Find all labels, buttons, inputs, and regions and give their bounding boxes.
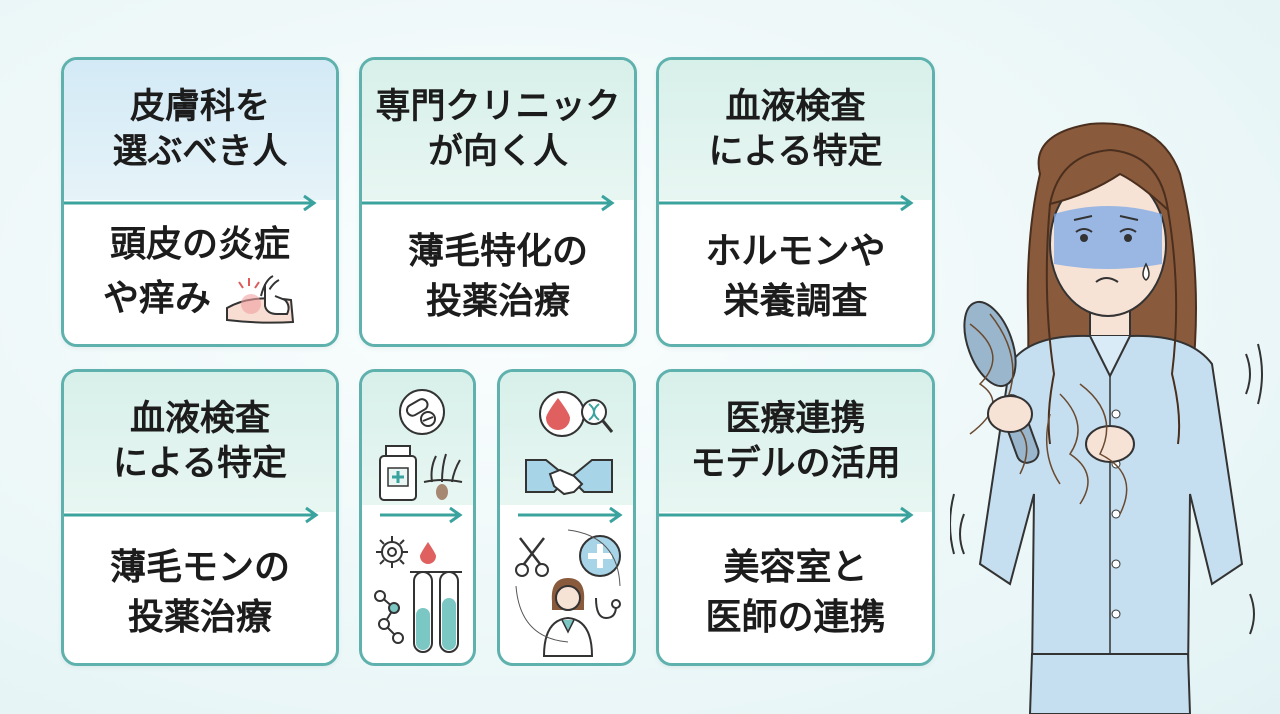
card-title-line: 医療連携 (725, 398, 866, 439)
stethoscope-icon (595, 597, 621, 620)
card-body-line: 頭皮の炎症 (109, 224, 290, 266)
card-body: 薄毛特化の 投薬治療 (362, 210, 634, 344)
card-title-line: 専門クリニック (375, 86, 621, 127)
card-blood-test-2: 血液検査 による特定 薄毛モンの 投薬治療 (61, 369, 339, 666)
card-header: 血液検査 による特定 (659, 60, 932, 200)
card-medical-partnership: 医療連携 モデルの活用 美容室と 医師の連携 (656, 369, 935, 666)
card-title-line: モデルの活用 (690, 444, 901, 484)
card-title-line: 血液検査 (129, 398, 270, 439)
card-body: 薄毛モンの 投薬治療 (64, 522, 336, 663)
hair-follicle-icon (423, 453, 463, 500)
pill-capsule-icon (399, 389, 445, 435)
card-title-line: による特定 (113, 444, 287, 484)
card-body: 頭皮の炎症 や痒み (64, 210, 336, 344)
arrow-right-icon (518, 506, 623, 524)
arrow-right-icon (380, 506, 463, 524)
molecule-icon (374, 590, 404, 644)
card-dermatology: 皮膚科を 選ぶべき人 頭皮の炎症 や痒み (61, 57, 339, 347)
icon-card-medication (359, 369, 476, 666)
card-body-line: 美容室と (723, 546, 868, 588)
card-body-line: ホルモンや (705, 231, 886, 273)
card-header (500, 372, 633, 505)
card-title-line: 血液検査 (725, 86, 866, 127)
card-header: 皮膚科を 選ぶべき人 (64, 60, 336, 200)
arrow-right-icon (659, 194, 914, 212)
card-title-line: 選ぶべき人 (112, 132, 288, 172)
card-header: 専門クリニック が向く人 (362, 60, 634, 200)
dna-magnifier-icon (581, 399, 614, 433)
card-body: 美容室と 医師の連携 (659, 522, 932, 663)
icon-card-partnership (497, 369, 636, 666)
scissors-icon (515, 537, 549, 577)
card-title-line: が向く人 (427, 132, 568, 172)
handshake-icon (525, 459, 613, 496)
card-body (500, 512, 633, 663)
connector-curve (515, 529, 621, 643)
doctor-icon (542, 578, 594, 657)
arrow-right-icon (362, 194, 615, 212)
card-header: 血液検査 による特定 (64, 372, 336, 512)
card-body (362, 512, 473, 663)
itchy-scalp-hand-icon (226, 274, 295, 324)
card-body-line: 薄毛特化の (407, 231, 588, 273)
card-title-line: による特定 (708, 132, 883, 172)
card-title-line: 皮膚科を (129, 86, 270, 127)
card-body-line: 薄毛モンの (109, 546, 290, 588)
card-specialist-clinic: 専門クリニック が向く人 薄毛特化の 投薬治療 (359, 57, 637, 347)
worried-woman-hair-loss-illustration (950, 122, 1263, 714)
medicine-bottle-icon (379, 445, 417, 501)
card-header (362, 372, 473, 505)
gear-icon (376, 536, 408, 568)
arrow-right-icon (64, 506, 319, 524)
blood-drop-icon (420, 542, 436, 564)
medical-cross-icon (579, 535, 621, 577)
card-body: ホルモンや 栄養調査 (659, 210, 932, 344)
card-body-line: や痒み (102, 277, 211, 319)
card-body-line: 栄養調査 (723, 281, 868, 322)
card-body-line: 投薬治療 (127, 596, 272, 638)
arrow-right-icon (64, 194, 317, 212)
card-blood-test: 血液検査 による特定 ホルモンや 栄養調査 (656, 57, 935, 347)
arrow-right-icon (659, 506, 914, 524)
card-body-line: 医師の連携 (705, 596, 886, 638)
test-tube-icon (410, 571, 462, 653)
card-header: 医療連携 モデルの活用 (659, 372, 932, 512)
card-body-line: 投薬治療 (425, 281, 570, 322)
